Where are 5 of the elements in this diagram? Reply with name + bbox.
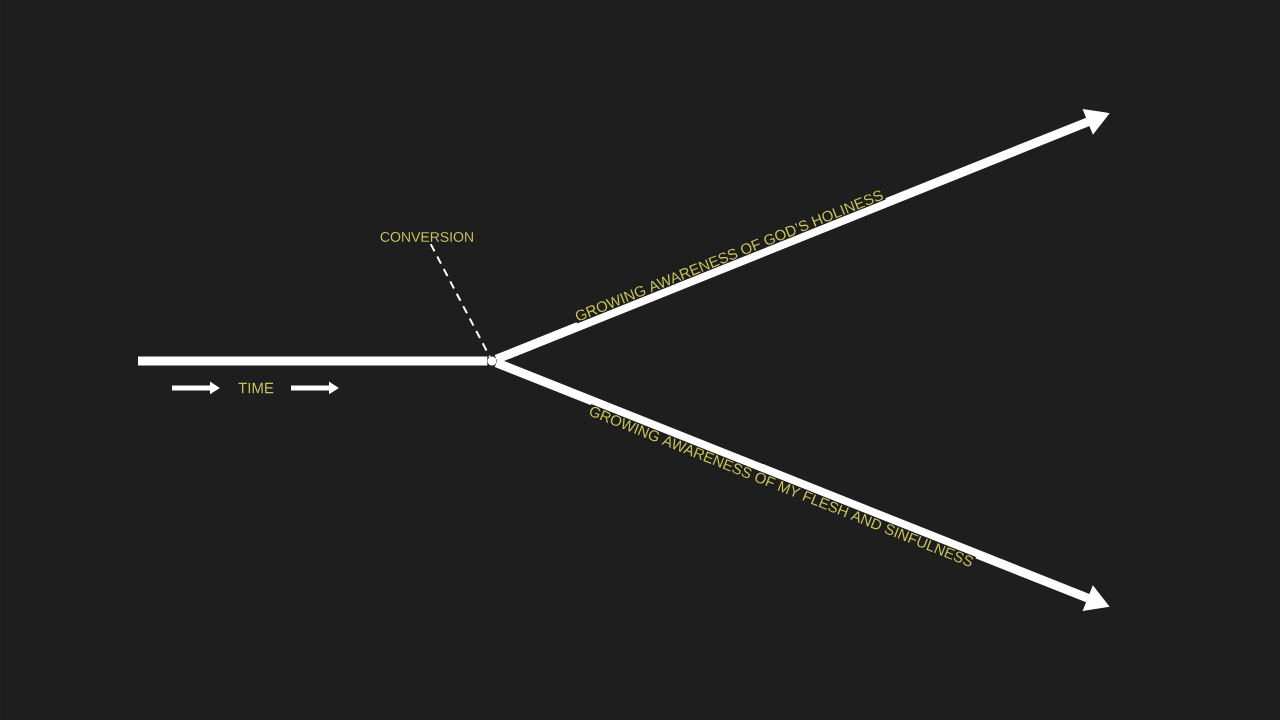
leader-line bbox=[429, 243, 491, 358]
junction-point bbox=[487, 356, 497, 366]
timeline bbox=[138, 356, 488, 366]
time-label: TIME bbox=[238, 382, 274, 394]
conversion-label: CONVERSION bbox=[380, 232, 473, 242]
